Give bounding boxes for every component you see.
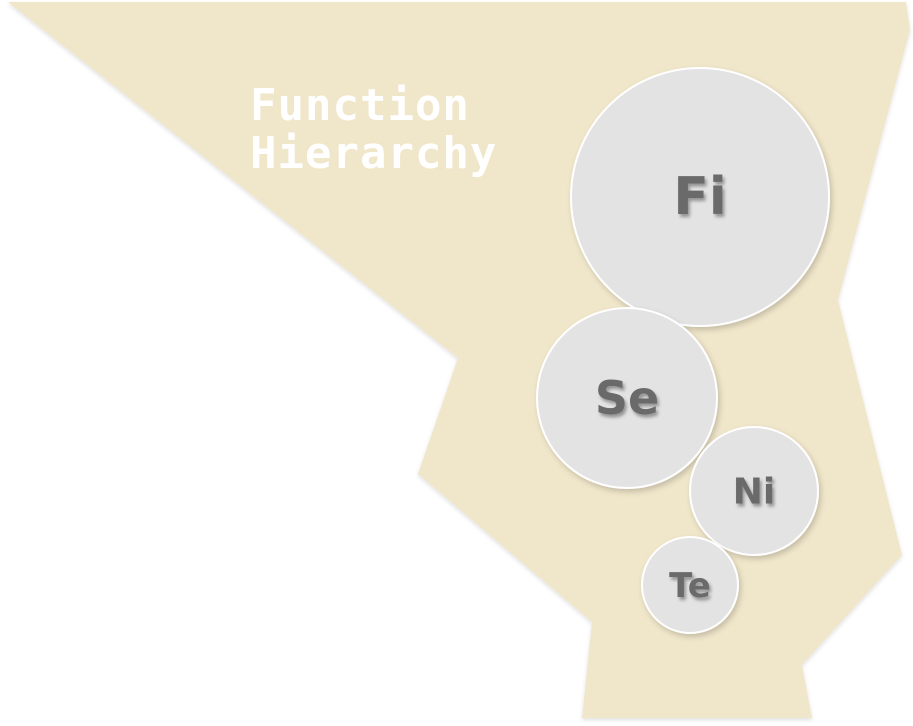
function-bubble-te: Te — [641, 536, 739, 634]
function-bubble-fi: Fi — [570, 67, 830, 327]
function-label-se: Se — [595, 371, 659, 425]
function-bubble-se: Se — [536, 307, 718, 489]
function-label-fi: Fi — [673, 167, 726, 227]
function-bubble-ni: Ni — [689, 426, 819, 556]
diagram-title-line-1: Function — [250, 80, 470, 131]
function-label-te: Te — [669, 566, 711, 606]
diagram-title-line-2: Hierarchy — [250, 128, 497, 179]
function-label-ni: Ni — [733, 472, 775, 513]
